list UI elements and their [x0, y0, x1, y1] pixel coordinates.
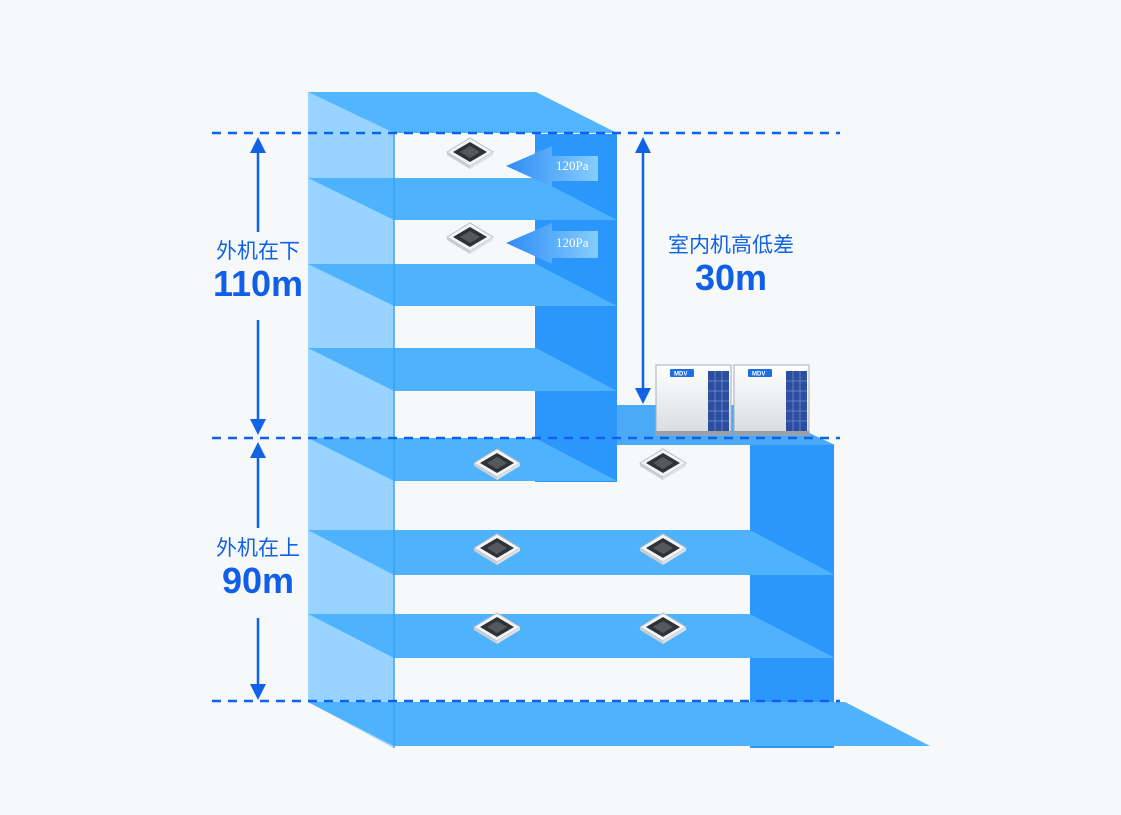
outdoor-above-caption: 外机在上 [216, 536, 300, 560]
floor-slab-4 [308, 438, 617, 481]
svg-text:MDV: MDV [674, 372, 687, 378]
dimension-arrow-90m [250, 442, 266, 700]
outdoor-below-caption: 外机在下 [216, 239, 300, 263]
left-side-wall [308, 92, 394, 748]
outdoor-below-value: 110m [212, 263, 304, 304]
cassette-unit-icon [639, 448, 687, 481]
outdoor-below-label: 外机在下 110m [198, 238, 318, 304]
floor-slab-5 [308, 530, 835, 575]
indoor-diff-caption: 室内机高低差 [668, 233, 794, 257]
roof [308, 92, 617, 133]
floor-slab-2 [308, 264, 617, 306]
svg-text:120Pa: 120Pa [556, 158, 589, 173]
cassette-unit-icon [446, 222, 494, 255]
floor-slab-1 [308, 178, 617, 220]
outdoor-unit-icon: MDV [655, 364, 732, 436]
floor-slab-3 [308, 348, 617, 391]
floor-slab-6 [308, 614, 835, 658]
outdoor-unit-icon: MDV [733, 364, 810, 436]
pressure-arrow-2: 120Pa [506, 223, 598, 264]
dimension-arrow-30m [635, 137, 651, 404]
indoor-diff-label: 室内机高低差 30m [655, 232, 807, 298]
outdoor-above-value: 90m [221, 560, 295, 601]
indoor-diff-value: 30m [694, 257, 768, 298]
outdoor-above-label: 外机在上 90m [198, 535, 318, 601]
svg-text:MDV: MDV [752, 372, 765, 378]
ground-slab [308, 702, 930, 746]
svg-text:120Pa: 120Pa [556, 235, 589, 250]
lower-tower-face [750, 445, 834, 748]
dimension-arrow-110m [250, 137, 266, 435]
cassette-unit-icon [446, 137, 494, 170]
pressure-arrow-1: 120Pa [506, 146, 598, 187]
